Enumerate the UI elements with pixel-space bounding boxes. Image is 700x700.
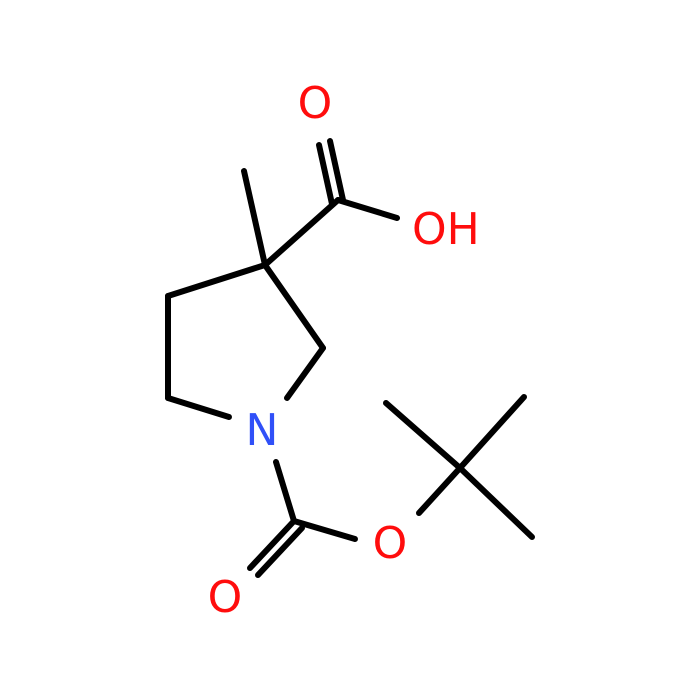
- atom-label-ester-oxygen: O: [373, 518, 408, 569]
- bond-tbutyl-methyl-2: [457, 394, 527, 471]
- bond-n1-c2: [284, 345, 326, 401]
- bond-c3-acid-carbon: [262, 197, 341, 268]
- bond-c3-methyl: [241, 168, 268, 268]
- atom-label-acid-hydroxyl: OH: [412, 204, 480, 255]
- bond-c2-c3: [262, 262, 326, 351]
- atom-labels: O OH N O O: [208, 78, 480, 623]
- atom-label-ring-nitrogen: N: [246, 405, 279, 456]
- bond-tbutyl-methyl-1: [383, 400, 463, 471]
- bond-n1-carbamate-carbon: [273, 459, 297, 524]
- bond-acid-carbon-o-double-1: [327, 138, 346, 203]
- bond-carbamate-o-double-1: [247, 518, 297, 571]
- atom-label-boc-carbonyl-oxygen: O: [208, 572, 243, 623]
- bonds: [165, 138, 535, 578]
- bond-c3-c4: [165, 262, 268, 299]
- bond-tbutyl-methyl-3: [457, 465, 535, 540]
- atom-label-acid-carbonyl-oxygen: O: [298, 78, 333, 129]
- bond-c5-n1: [165, 395, 232, 420]
- bond-acid-carbon-oh: [335, 197, 400, 221]
- bond-ester-o-quaternary-c: [416, 465, 463, 516]
- bond-acid-carbon-o-double-2: [316, 142, 335, 207]
- bond-carbamate-o-double-2: [255, 525, 305, 578]
- bond-carbamate-ester-o: [291, 518, 358, 542]
